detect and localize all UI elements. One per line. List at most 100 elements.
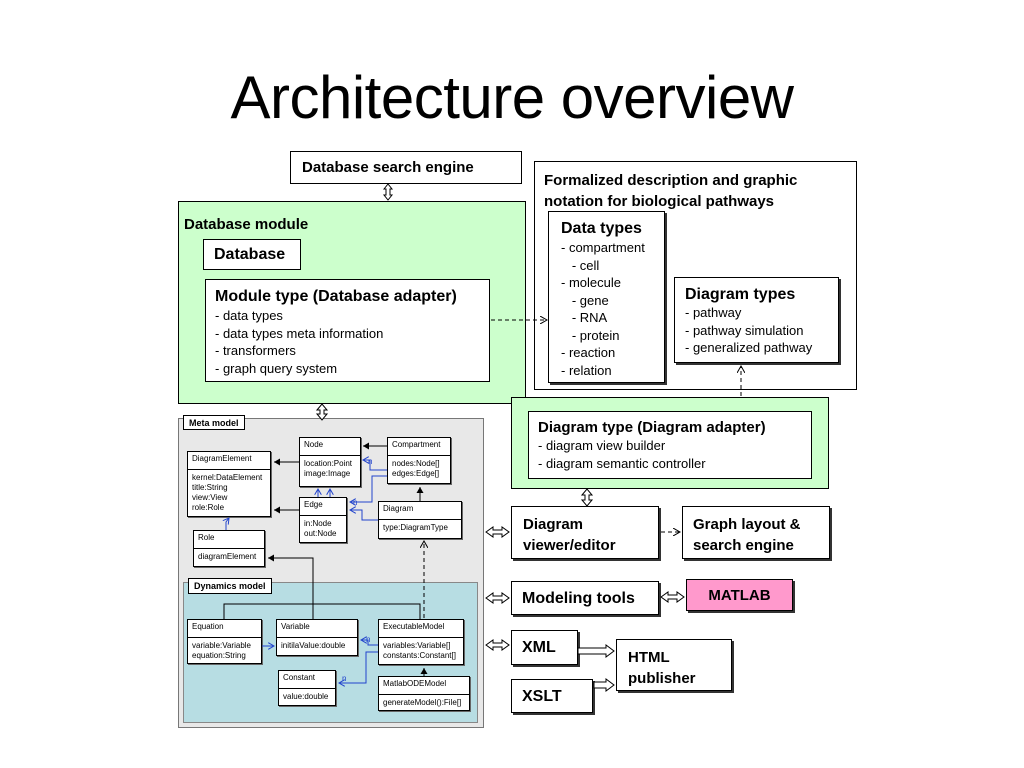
uml-attr: in:Node: [304, 519, 332, 528]
diagram-type-item: - pathway: [685, 305, 742, 320]
uml-class-equation[interactable]: Equation variable:Variable equation:Stri…: [187, 619, 262, 664]
double-arrow-xml-h: [485, 639, 510, 651]
uml-class-name: Role: [194, 531, 264, 549]
diagram-types-list: - pathway - pathway simulation - general…: [685, 304, 828, 357]
uml-class-node[interactable]: Node location:Point image:Image: [299, 437, 361, 487]
module-type-box[interactable]: Module type (Database adapter) - data ty…: [205, 279, 490, 382]
uml-blue-executable-constant: [339, 651, 378, 683]
double-arrow-search: [382, 183, 394, 201]
module-type-item: - graph query system: [215, 360, 338, 376]
double-arrow-viewer-h: [485, 526, 510, 538]
diagram-types-box[interactable]: Diagram types - pathway - pathway simula…: [674, 277, 839, 363]
diagram-types-title: Diagram types: [685, 286, 796, 303]
uml-attr: type:DiagramType: [383, 523, 448, 532]
xslt-label: XSLT: [522, 688, 562, 705]
diagram-type-item: - diagram view builder: [538, 438, 666, 453]
uml-attr: initilaValue:double: [281, 641, 346, 650]
uml-attr: kernel:DataElement: [192, 473, 263, 482]
dynamics-model-label: Dynamics model: [188, 578, 272, 594]
graph-layout-label: Graph layout & search engine: [693, 516, 801, 554]
uml-attr: diagramElement: [198, 552, 257, 561]
diagram-type-box[interactable]: Diagram type (Diagram adapter) - diagram…: [528, 411, 812, 479]
uml-class-diagram-element[interactable]: DiagramElement kernel:DataElement title:…: [187, 451, 271, 517]
multiplicity-label: n: [353, 498, 357, 507]
uml-class-executable-model[interactable]: ExecutableModel variables:Variable[] con…: [378, 619, 464, 665]
page-title: Architecture overview: [230, 64, 794, 131]
modeling-tools-box[interactable]: Modeling tools: [511, 581, 659, 615]
uml-class-name: Node: [300, 438, 360, 456]
uml-class-attrs: diagramElement: [194, 549, 264, 565]
uml-class-attrs: type:DiagramType: [379, 520, 461, 536]
double-arrow-metamodel: [315, 403, 329, 421]
data-type-item: - relation: [561, 362, 612, 378]
uml-class-attrs: variable:Variable equation:String: [188, 638, 261, 664]
search-engine-box[interactable]: Database search engine: [290, 151, 522, 184]
module-type-item: - data types meta information: [215, 325, 384, 341]
uml-blue-compartment-edge: [350, 475, 387, 502]
uml-attr: image:Image: [304, 469, 351, 478]
uml-class-edge[interactable]: Edge in:Node out:Node: [299, 497, 347, 543]
diagram-type-list: - diagram view builder - diagram semanti…: [538, 437, 802, 472]
uml-class-name: Variable: [277, 620, 357, 638]
multiplicity-label: n: [342, 674, 346, 683]
data-type-item: - protein: [561, 327, 620, 343]
data-type-item: - gene: [561, 292, 609, 308]
uml-dynamics-hierarchy: [223, 603, 421, 619]
uml-attr: equation:String: [192, 651, 246, 660]
uml-class-attrs: generateModel():File[]: [379, 695, 469, 711]
uml-class-name: Edge: [300, 498, 346, 516]
uml-class-attrs: kernel:DataElement title:String view:Vie…: [188, 470, 270, 516]
module-seam-cover: [512, 398, 525, 406]
xml-box[interactable]: XML: [511, 630, 578, 665]
double-arrow-modeling-h: [485, 592, 510, 604]
module-type-item: - data types: [215, 308, 283, 323]
diagram-type-item: - pathway simulation: [685, 322, 804, 338]
uml-class-role[interactable]: Role diagramElement: [193, 530, 265, 567]
uml-class-matlab-ode-model[interactable]: MatlabODEModel generateModel():File[]: [378, 676, 470, 711]
data-type-item: - cell: [561, 257, 600, 273]
diagram-viewer-label: Diagram viewer/editor: [523, 516, 616, 554]
uml-class-name: Diagram: [379, 502, 461, 520]
uml-blue-role-diagramelement: [226, 518, 229, 530]
uml-class-diagram[interactable]: Diagram type:DiagramType: [378, 501, 462, 539]
uml-class-variable[interactable]: Variable initilaValue:double: [276, 619, 358, 656]
uml-class-name: ExecutableModel: [379, 620, 463, 638]
html-publisher-box[interactable]: HTML publisher: [616, 639, 732, 691]
data-types-box[interactable]: Data types - compartment - cell - molecu…: [548, 211, 665, 383]
search-engine-label: Database search engine: [302, 159, 474, 176]
xslt-box[interactable]: XSLT: [511, 679, 593, 713]
uml-attr: variables:Variable[]: [383, 641, 451, 650]
database-box[interactable]: Database: [203, 239, 301, 270]
uml-class-attrs: location:Point image:Image: [300, 456, 360, 482]
uml-class-attrs: nodes:Node[] edges:Edge[]: [388, 456, 450, 482]
uml-class-compartment[interactable]: Compartment nodes:Node[] edges:Edge[]: [387, 437, 451, 484]
data-types-title: Data types: [561, 220, 642, 237]
uml-attr: nodes:Node[]: [392, 459, 440, 468]
uml-class-name: MatlabODEModel: [379, 677, 469, 695]
uml-blue-executable-variable: [361, 640, 378, 646]
double-arrow-matlab-h: [660, 591, 685, 603]
uml-class-attrs: value:double: [279, 689, 335, 705]
data-type-item: - reaction: [561, 345, 616, 360]
graph-layout-box[interactable]: Graph layout & search engine: [682, 506, 830, 559]
html-publisher-label: HTML publisher: [628, 649, 696, 687]
module-type-item: - transformers: [215, 343, 296, 358]
matlab-box[interactable]: MATLAB: [686, 579, 793, 611]
data-type-item: - RNA: [561, 310, 608, 325]
diagram-viewer-box[interactable]: Diagram viewer/editor: [511, 506, 659, 559]
uml-class-name: DiagramElement: [188, 452, 270, 470]
diagram-type-title: Diagram type (Diagram adapter): [538, 419, 766, 436]
xml-label: XML: [522, 639, 556, 656]
uml-class-name: Compartment: [388, 438, 450, 456]
uml-class-constant[interactable]: Constant value:double: [278, 670, 336, 706]
uml-attr: generateModel():File[]: [383, 698, 462, 707]
uml-link-variable-role: [268, 554, 314, 619]
meta-model-label: Meta model: [183, 415, 245, 430]
multiplicity-label: n: [366, 635, 370, 644]
arrow-xml-html: [577, 644, 615, 658]
uml-attr: variable:Variable: [192, 641, 251, 650]
arrow-xslt-html: [593, 678, 615, 692]
database-label: Database: [214, 246, 286, 263]
uml-blue-compartment-node: [363, 460, 387, 471]
